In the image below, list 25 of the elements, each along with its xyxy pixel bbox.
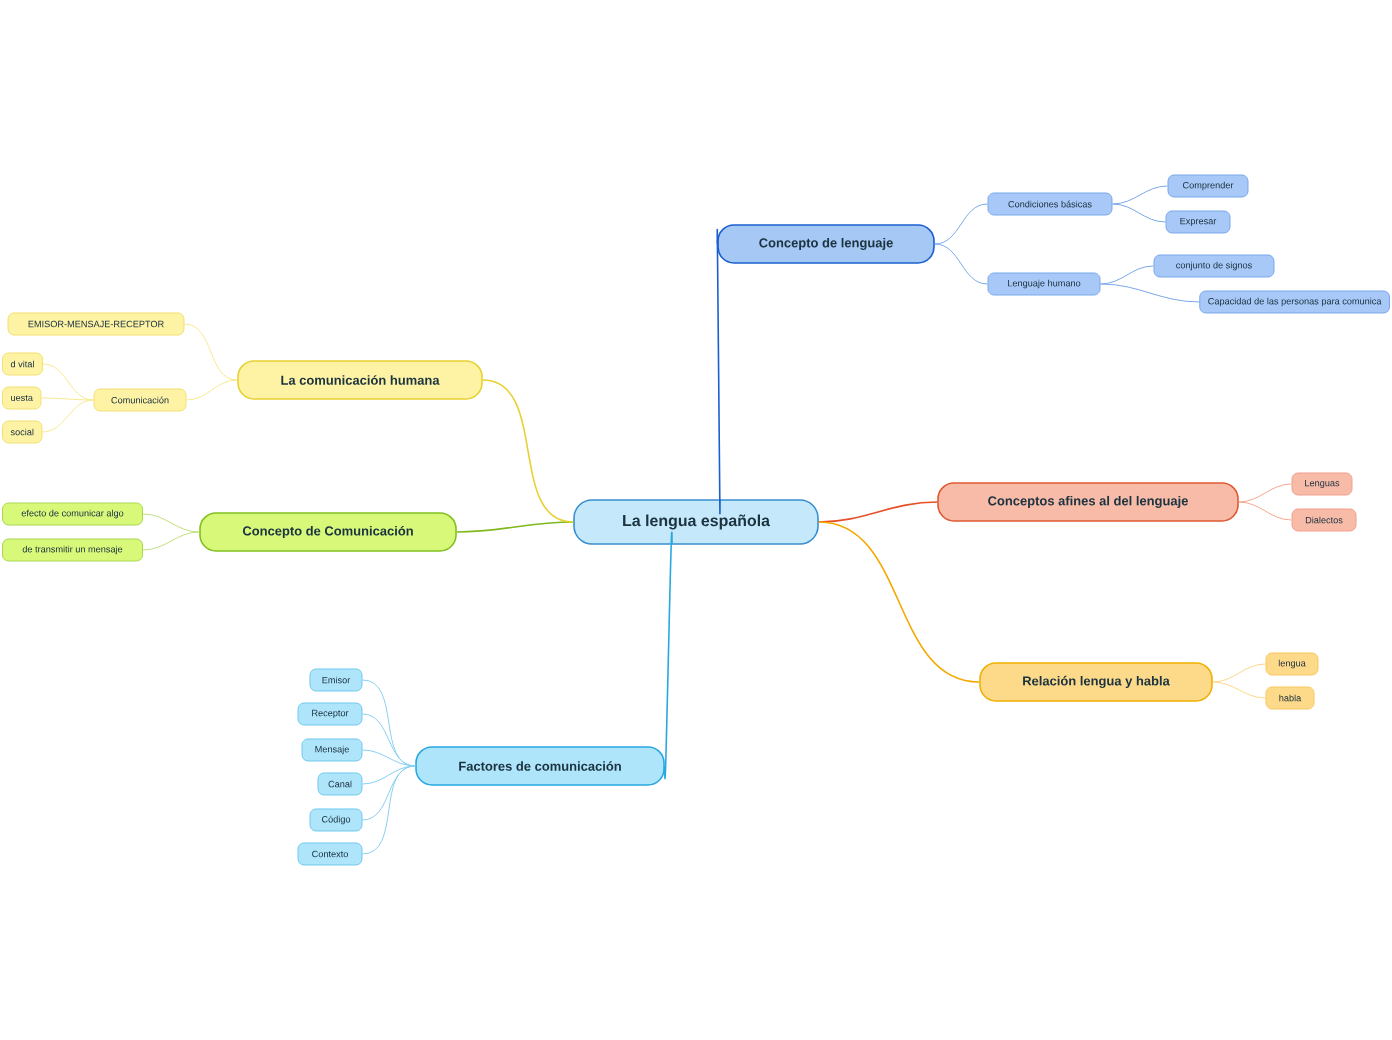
branch-line: [934, 203, 988, 245]
branch-line: [716, 229, 721, 515]
branch-line: [482, 379, 574, 523]
branch-line: [362, 749, 416, 767]
branch-line: [1212, 681, 1266, 699]
branch-line: [1238, 483, 1292, 503]
branch-line: [184, 323, 238, 381]
branch-line: [142, 513, 200, 533]
branch-line: [42, 363, 94, 401]
branch-line: [1100, 283, 1200, 303]
branch-line: [142, 531, 200, 551]
branch-line: [818, 521, 980, 683]
branch-line: [934, 243, 988, 285]
branch-line: [456, 521, 574, 533]
branch-line: [41, 399, 94, 433]
branch-line: [1100, 265, 1154, 285]
branch-line: [1212, 663, 1266, 683]
branch-line: [186, 379, 238, 401]
branch-line: [362, 765, 416, 821]
branch-line: [1112, 185, 1168, 205]
branch-line: [1238, 501, 1292, 521]
branch-line: [664, 531, 673, 779]
branch-line: [40, 397, 94, 401]
branch-line: [362, 765, 416, 855]
branch-line: [1112, 203, 1166, 223]
